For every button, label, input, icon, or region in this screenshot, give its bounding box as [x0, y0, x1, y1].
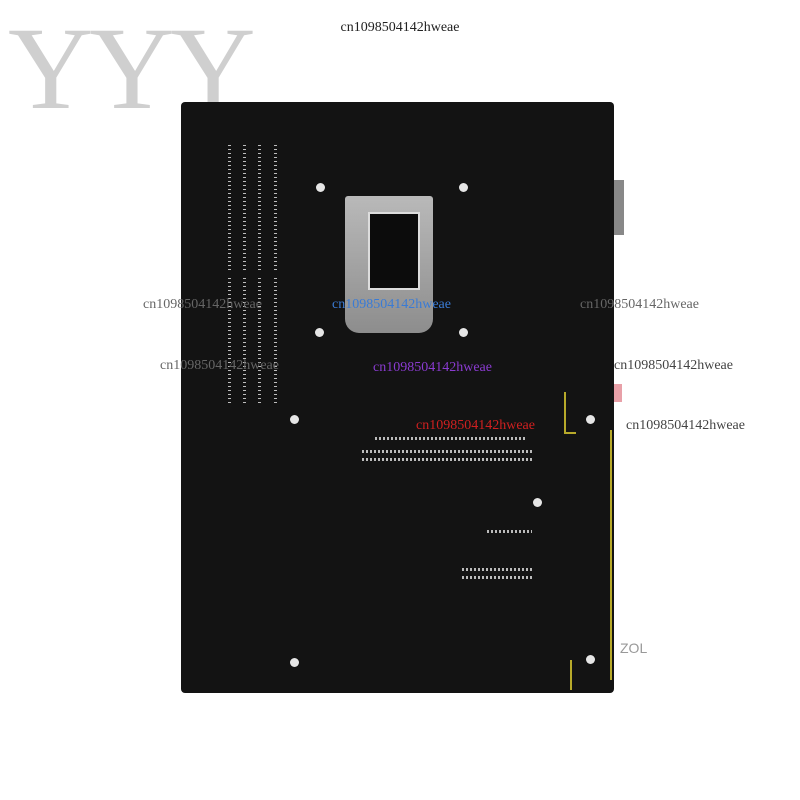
screw-hole — [315, 328, 324, 337]
trace-accent — [564, 392, 576, 434]
io-connector — [614, 180, 624, 235]
watermark: cn1098504142hweae — [580, 297, 699, 312]
cpu-socket-window — [368, 212, 420, 290]
trace-accent — [570, 660, 578, 690]
pcie-slot-pins — [362, 450, 534, 453]
watermark: cn1098504142hweae — [614, 358, 733, 373]
pcie-slot-pins — [462, 576, 532, 579]
watermark: cn1098504142hweae — [626, 418, 745, 433]
screw-hole — [459, 328, 468, 337]
screw-hole — [290, 415, 299, 424]
dimm-pins — [228, 278, 231, 403]
pcie-slot-pins — [362, 458, 534, 461]
watermark: cn1098504142hweae — [332, 297, 451, 312]
screw-hole — [459, 183, 468, 192]
pcie-slot-pins — [487, 530, 532, 533]
watermark-top: cn1098504142hweae — [340, 20, 460, 35]
dimm-pins — [258, 278, 261, 403]
dimm-pins — [274, 278, 277, 403]
trace-accent — [604, 430, 612, 680]
pcie-slot-pins — [375, 437, 525, 440]
watermark: cn1098504142hweae — [373, 360, 492, 375]
pcie-slot-pins — [462, 568, 532, 571]
dimm-pins — [274, 145, 277, 270]
zol-logo: ZOL — [620, 640, 648, 656]
watermark: cn1098504142hweae — [143, 297, 262, 312]
screw-hole — [290, 658, 299, 667]
watermark: cn1098504142hweae — [160, 358, 279, 373]
screw-hole — [586, 655, 595, 664]
screw-hole — [586, 415, 595, 424]
screw-hole — [533, 498, 542, 507]
watermark: cn1098504142hweae — [416, 418, 535, 433]
dimm-pins — [243, 278, 246, 403]
dimm-pins — [258, 145, 261, 270]
screw-hole — [316, 183, 325, 192]
dimm-pins — [228, 145, 231, 270]
dimm-pins — [243, 145, 246, 270]
audio-jack — [614, 384, 622, 402]
